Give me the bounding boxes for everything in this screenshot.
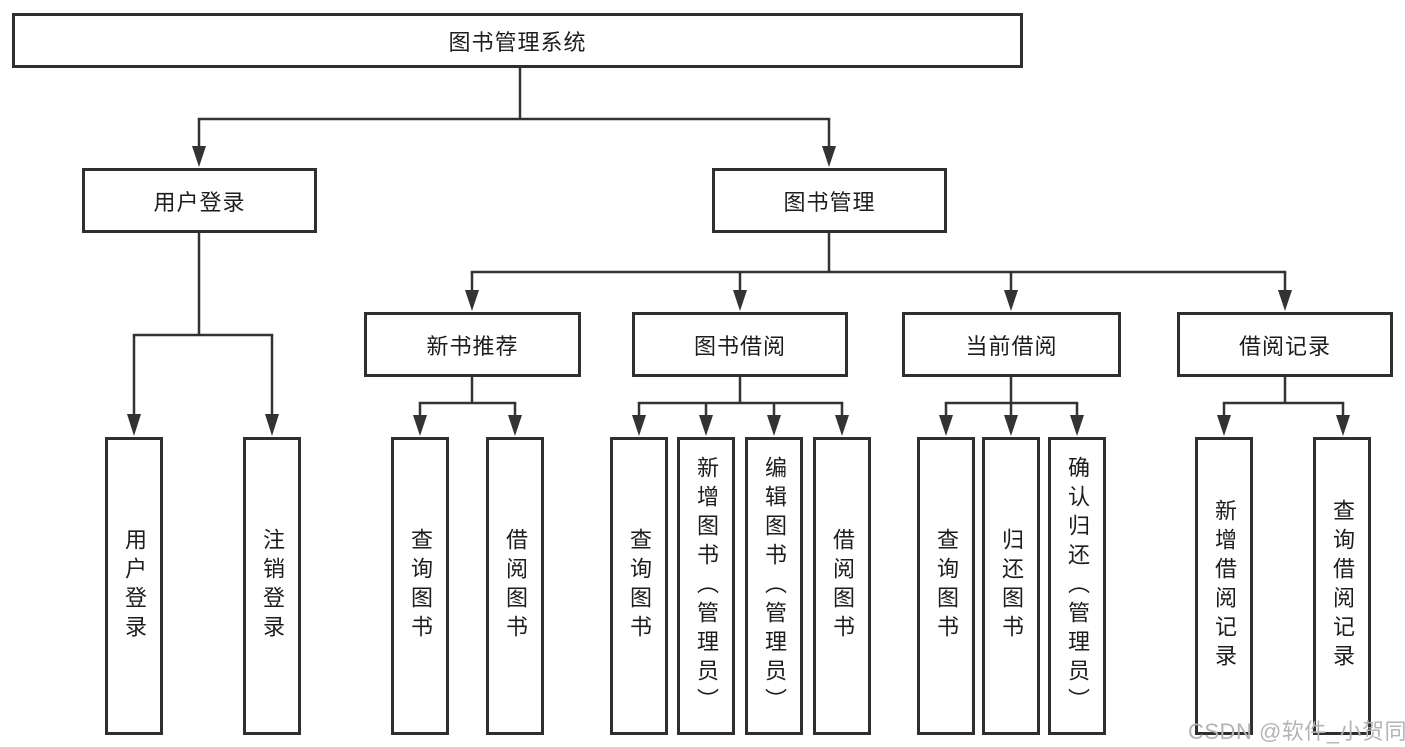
leaf-add-book-admin: 新增图书（管理员） [677, 437, 735, 735]
node-book-management: 图书管理 [712, 168, 947, 233]
leaf-edit-book-admin-label: 编辑图书（管理员） [762, 455, 787, 717]
leaf-borrow-books-recommend-label: 借阅图书 [503, 528, 528, 644]
leaf-add-borrow-record-label: 新增借阅记录 [1212, 499, 1237, 673]
leaf-query-books-current: 查询图书 [917, 437, 975, 735]
leaf-edit-book-admin: 编辑图书（管理员） [745, 437, 803, 735]
leaf-borrow-books-recommend: 借阅图书 [486, 437, 544, 735]
leaf-confirm-return-admin-label: 确认归还（管理员） [1065, 455, 1090, 717]
leaf-add-borrow-record: 新增借阅记录 [1195, 437, 1253, 735]
leaf-query-books-recommend-label: 查询图书 [408, 528, 433, 644]
node-library-management-system: 图书管理系统 [12, 13, 1023, 68]
leaf-add-book-admin-label: 新增图书（管理员） [694, 455, 719, 717]
node-new-book-recommendation: 新书推荐 [364, 312, 581, 377]
node-current-borrowing: 当前借阅 [902, 312, 1121, 377]
leaf-return-book: 归还图书 [982, 437, 1040, 735]
leaf-confirm-return-admin: 确认归还（管理员） [1048, 437, 1106, 735]
leaf-logout-label: 注销登录 [260, 528, 285, 644]
leaf-user-login-label: 用户登录 [122, 528, 147, 644]
leaf-query-books-recommend: 查询图书 [391, 437, 449, 735]
leaf-borrow-books-label: 借阅图书 [830, 528, 855, 644]
node-book-borrowing: 图书借阅 [632, 312, 848, 377]
leaf-logout: 注销登录 [243, 437, 301, 735]
csdn-watermark: CSDN @软件_小贺同学 [1188, 719, 1405, 744]
leaf-query-books-borrow: 查询图书 [610, 437, 668, 735]
leaf-query-books-current-label: 查询图书 [934, 528, 959, 644]
leaf-query-books-borrow-label: 查询图书 [627, 528, 652, 644]
leaf-return-book-label: 归还图书 [999, 528, 1024, 644]
leaf-user-login: 用户登录 [105, 437, 163, 735]
leaf-query-borrow-record: 查询借阅记录 [1313, 437, 1371, 735]
leaf-borrow-books: 借阅图书 [813, 437, 871, 735]
node-user-login: 用户登录 [82, 168, 317, 233]
node-borrowing-records: 借阅记录 [1177, 312, 1393, 377]
leaf-query-borrow-record-label: 查询借阅记录 [1330, 499, 1355, 673]
